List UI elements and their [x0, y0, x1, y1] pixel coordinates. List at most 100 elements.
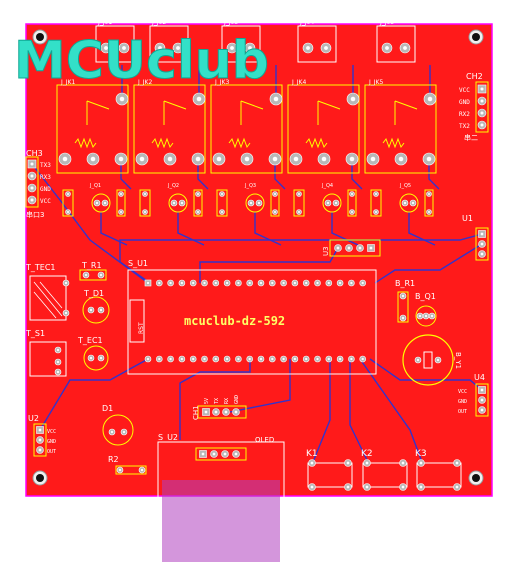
u3-title: U3 [322, 246, 330, 256]
ch2-pin-1: VCC [459, 87, 470, 94]
mcu-pad-top-14-hole [293, 281, 297, 285]
ch2-header-pad-3-hole [480, 111, 484, 115]
key-pad-tl-1-hole [310, 461, 314, 465]
u4-pin-2: GND [458, 399, 467, 405]
relay-pad-coil-a-5-hole [370, 156, 376, 162]
bq1-outline [415, 305, 437, 327]
u1-pad-1-hole [480, 232, 484, 236]
terminal-label-1: J_J01 [97, 19, 112, 26]
ch3-note: 串口3 [26, 211, 44, 219]
u1-pad-3-hole [480, 252, 484, 256]
driver-label-1: J_Q1 [89, 183, 101, 189]
resistor-outline-1 [62, 189, 74, 217]
ts1-pad-c-hole [56, 370, 60, 374]
mcu-pad-top-16-hole [316, 281, 319, 285]
oled-pad-1-hole [201, 452, 205, 456]
mcu-pad-bottom-4-hole [180, 357, 184, 361]
br1-pad-b-hole [401, 316, 405, 320]
driver-outline-1 [91, 193, 111, 213]
tr1-pad-b-hole [99, 273, 103, 277]
ch1-pin-4: GND [234, 395, 240, 404]
by1-crystal-symbol [423, 351, 433, 369]
key-pad-bl-2-hole [365, 485, 369, 489]
relay-pad-com-1-hole [118, 156, 124, 162]
driver-trace-3 [254, 212, 282, 246]
relay-label-2: J_JK2 [137, 79, 152, 86]
relay-pad-top-5-hole [427, 96, 433, 102]
terminal-block-1 [95, 25, 135, 63]
bq1-pad-a-hole [418, 314, 422, 318]
terminal-block-2 [149, 25, 189, 63]
ch3-header-outline [25, 156, 39, 208]
resistor-pad-b-3-hole [221, 211, 223, 213]
mcu-trace-k1 [312, 359, 331, 463]
oled-panel-hatch [162, 480, 280, 562]
relay-coil-symbol-5 [382, 137, 405, 149]
mcu-pad-bottom-15-hole [305, 357, 308, 361]
resistor-pad-b-4-hole [298, 211, 300, 213]
driver-pad-a-3-hole [249, 201, 253, 205]
relay-coil-symbol-1 [74, 137, 97, 149]
mcu-pad-top-6-hole [203, 281, 206, 285]
relay-switch-symbol-3 [240, 100, 264, 125]
ch3-header-pad-4-hole [30, 198, 34, 202]
driver-trace-1 [100, 212, 128, 246]
mcu-pad-bottom-11-hole [259, 357, 263, 361]
oled-header-outline [195, 447, 247, 461]
u3-pad-2-hole [347, 246, 351, 250]
key-pad-bl-3-hole [419, 485, 423, 489]
bq1-pad-b-hole [424, 314, 428, 318]
relay-outline-3 [210, 84, 283, 174]
driver-pad-b-2-hole [180, 201, 184, 205]
mcu-trace-k3 [359, 358, 423, 463]
mcu-outline [127, 269, 377, 375]
ch3-pin-3: GND [40, 186, 51, 193]
relay-pad-coil-a-1-hole [62, 156, 68, 162]
tr1-outline [79, 269, 107, 281]
key-label-3: K3 [415, 449, 427, 459]
mcu-trace-uart2 [374, 243, 483, 284]
terminal-label-4: J_J04 [299, 19, 314, 26]
terminal-pad-b-2-hole [176, 46, 180, 50]
driver-trace-4 [331, 212, 359, 246]
key-outline-1 [307, 462, 353, 488]
mcu-pad-top-9-hole [237, 281, 240, 285]
relay-pad-com-2-hole [195, 156, 201, 162]
bottom-layer-traces [31, 65, 483, 463]
pad-layer [27, 29, 487, 491]
u2-pad-2-hole [38, 438, 42, 442]
driver-pad-b-3-hole [257, 201, 261, 205]
key-pad-tl-3-hole [419, 461, 423, 465]
u4-pad-1-hole [480, 388, 484, 392]
tec1-pad-b-hole [64, 311, 68, 315]
u2-pin-3: OUT [47, 449, 56, 455]
relay-pad-coil-b-3-hole [244, 156, 250, 162]
mcu-pad-bottom-17-hole [327, 357, 330, 361]
silkscreen-layer [25, 25, 489, 567]
diode-pad-b-1-hole [120, 211, 122, 213]
mcu-pad-top-20-hole [361, 281, 364, 285]
t-s1-label: T_S1 [25, 329, 45, 338]
ch2-pin-3: RX2 [459, 111, 470, 118]
relay-outline-2 [133, 84, 206, 174]
relay-pad-com-5-hole [426, 156, 432, 162]
mcu-trace-uart3 [31, 163, 149, 284]
r2-label: R2 [108, 455, 119, 464]
relay-label-4: J_JK4 [291, 79, 306, 86]
by1-pad-b-hole [436, 358, 440, 362]
relay-pad-coil-a-3-hole [216, 156, 222, 162]
resistor-outline-4 [293, 189, 305, 217]
relay-outline-4 [287, 84, 360, 174]
br1-pad-a-hole [401, 294, 405, 298]
ch2-title: CH2 [466, 72, 483, 81]
diode-outline-2 [193, 189, 203, 217]
mcu-trace-u3 [199, 247, 339, 283]
r2-pad-b-hole [140, 468, 144, 472]
diode-pad-b-5-hole [428, 211, 430, 213]
driver-outline-5 [399, 193, 419, 213]
b-q1-label: B_Q1 [415, 292, 436, 301]
driver-label-5: J_Q5 [399, 183, 411, 189]
driver-pad-b-5-hole [411, 201, 415, 205]
relay-trace-1 [120, 159, 132, 190]
tec1-pad-a-hole [64, 281, 68, 285]
